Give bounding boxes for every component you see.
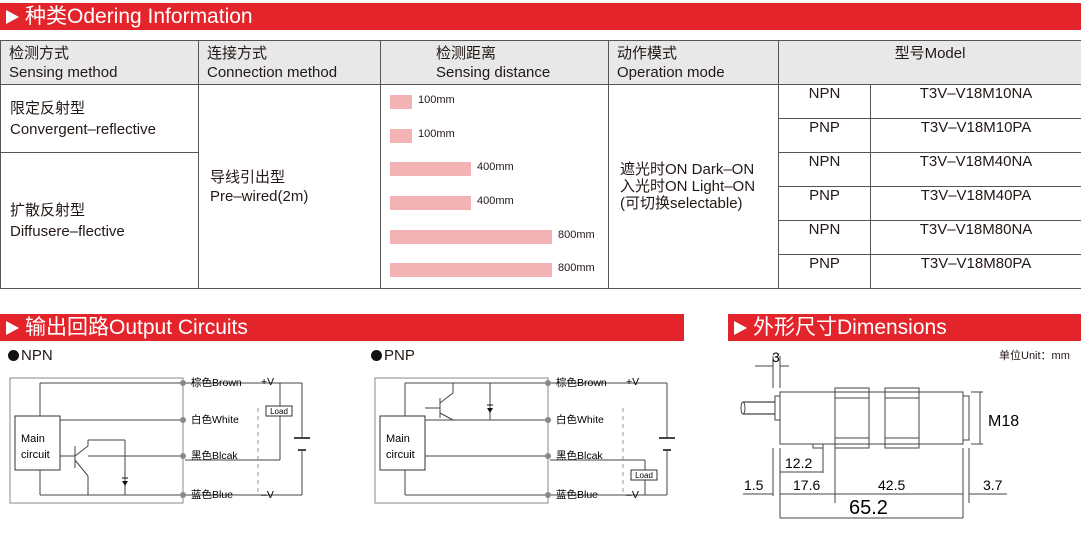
npn-wire-white: 白色White [191,413,239,426]
ordering-title-text: 种类Odering Information [25,5,253,28]
distance-chart: 100mm 100mm 400mm 400mm 800mm 800mm [380,84,609,289]
distance-bar [390,128,412,143]
distance-label: 400mm [477,195,514,208]
dim-3-7: 3.7 [983,477,1003,493]
pnp-minus-v: –V [626,489,639,501]
distance-label: 800mm [558,262,595,275]
output-title-text: 输出回路Output Circuits [25,316,248,339]
pnp-wire-brown: 棕色Brown [556,376,607,389]
distance-bar [390,229,552,244]
triangle-icon [6,10,19,24]
triangle-icon [734,321,747,335]
operation-selectable: (可切换selectable) [620,195,743,212]
dimensions-title-text: 外形尺寸Dimensions [753,316,947,339]
dim-3: 3 [772,349,780,365]
pnp-main-circuit-line1: Main [386,433,410,445]
distance-bar [390,95,412,109]
distance-bar [390,162,471,177]
dimensions-unit: 单位Unit：mm [999,350,1070,362]
model-type: PNP [778,186,871,221]
distance-row: 400mm [381,186,608,220]
dim-17-6: 17.6 [793,477,820,493]
npn-main-circuit-line1: Main [21,433,45,445]
pnp-wire-white: 白色White [556,413,604,426]
npn-circuit-diagram: Load Main circuit 棕色Brown 白色White 黑色Blca… [9,376,310,504]
distance-label: 400mm [477,161,514,174]
header-model: 型号Model [777,40,1081,85]
dim-42-5: 42.5 [878,477,905,493]
model-type: NPN [778,152,871,187]
dim-12-2: 12.2 [785,455,812,471]
sensor-dimension-drawing: 3 M18 12.2 1.5 17.6 42.5 3.7 65.2 [740,349,1019,519]
distance-bar [390,196,471,211]
operation-dark-on: 遮光时ON Dark–ON [620,161,755,178]
bullet-icon [371,350,382,361]
npn-wire-black: 黑色Blcak [191,449,238,462]
distance-label: 100mm [418,127,455,140]
pnp-circuit-diagram: Load Main circuit 棕色Brown 白色White 黑色Blca… [374,376,675,504]
npn-wire-brown: 棕色Brown [191,376,242,389]
dimensions-section-title: 外形尺寸Dimensions [728,314,1081,341]
distance-row: 100mm [381,85,608,119]
distance-row: 400mm [381,152,608,186]
model-type: PNP [778,118,871,153]
pnp-main-circuit-line2: circuit [386,449,415,461]
npn-minus-v: –V [261,489,274,501]
pnp-plus-v: +V [626,376,639,388]
ordering-section-title: 种类Odering Information [0,3,1081,30]
bullet-icon [8,350,19,361]
distance-row: 800mm [381,253,608,287]
model-type: NPN [778,220,871,255]
dim-1-5: 1.5 [744,477,764,493]
npn-main-circuit-line2: circuit [21,449,50,461]
pnp-label: PNP [371,347,415,364]
dim-65-2: 65.2 [849,497,888,519]
model-number: T3V–V18M10PA [869,118,1081,153]
distance-row: 100mm [381,119,608,153]
model-number: T3V–V18M80NA [869,220,1081,255]
output-section-title: 输出回路Output Circuits [0,314,684,341]
distance-label: 100mm [418,94,455,106]
model-number: T3V–V18M80PA [869,254,1081,289]
dim-m18: M18 [988,413,1019,430]
pnp-load-label: Load [635,471,653,480]
operation-mode: 遮光时ON Dark–ON 入光时ON Light–ON (可切换selecta… [608,84,779,289]
npn-wire-blue: 蓝色Blue [191,488,233,501]
model-type: NPN [778,84,871,119]
operation-light-on: 入光时ON Light–ON [620,178,756,195]
npn-plus-v: +V [261,376,274,388]
pnp-wire-black: 黑色Blcak [556,449,603,462]
triangle-icon [6,321,19,335]
model-type: PNP [778,254,871,289]
npn-load-label: Load [270,407,288,416]
pnp-wire-blue: 蓝色Blue [556,488,598,501]
distance-bar [390,263,552,278]
model-number: T3V–V18M10NA [869,84,1081,119]
model-number: T3V–V18M40NA [869,152,1081,187]
distance-row: 800mm [381,220,608,254]
distance-label: 800mm [558,228,595,241]
npn-label: NPN [8,347,53,364]
model-number: T3V–V18M40PA [869,186,1081,221]
